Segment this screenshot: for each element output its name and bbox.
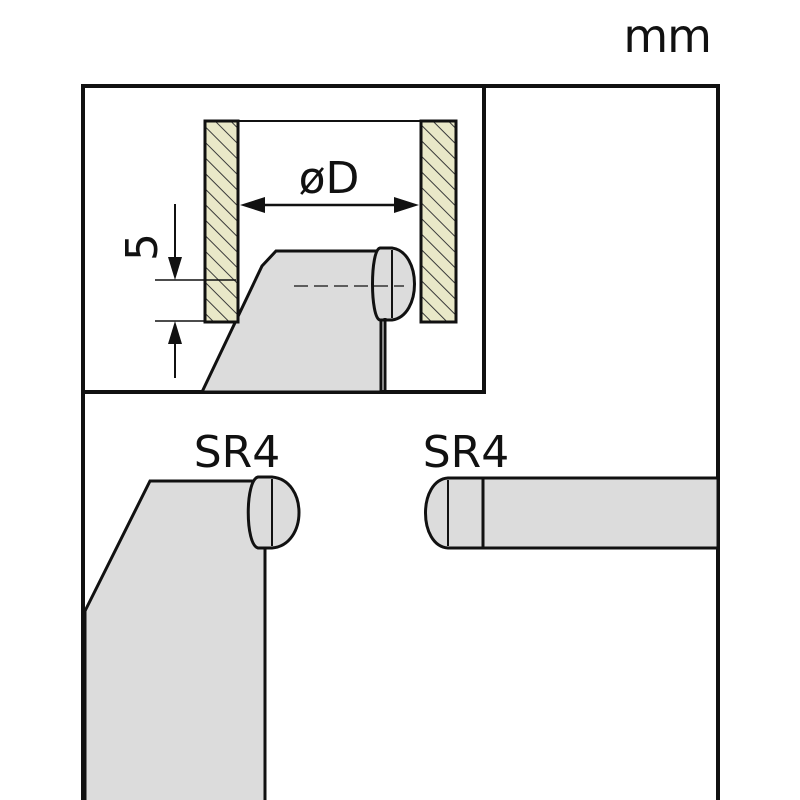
spindle: SR4: [423, 427, 720, 550]
anvil-tip-label: SR4: [194, 427, 281, 478]
inset-detail: øD 5: [117, 119, 458, 394]
unit-label: mm: [623, 9, 711, 63]
diameter-arrow-right: [394, 197, 419, 213]
offset-label: 5: [117, 233, 168, 261]
anvil: SR4: [83, 427, 301, 800]
anvil-tip: [246, 475, 301, 550]
offset-arrow-bottom: [168, 321, 182, 344]
diameter-arrow-left: [240, 197, 265, 213]
ring-wall-right: [419, 119, 458, 324]
offset-arrow-top: [168, 257, 182, 280]
inset-anvil-tip: [371, 246, 416, 322]
anvil-body: [83, 479, 267, 800]
spindle-body: [424, 476, 720, 550]
ring-wall-left: [203, 119, 240, 324]
spindle-tip-label: SR4: [423, 427, 510, 478]
diameter-label: øD: [299, 153, 360, 204]
